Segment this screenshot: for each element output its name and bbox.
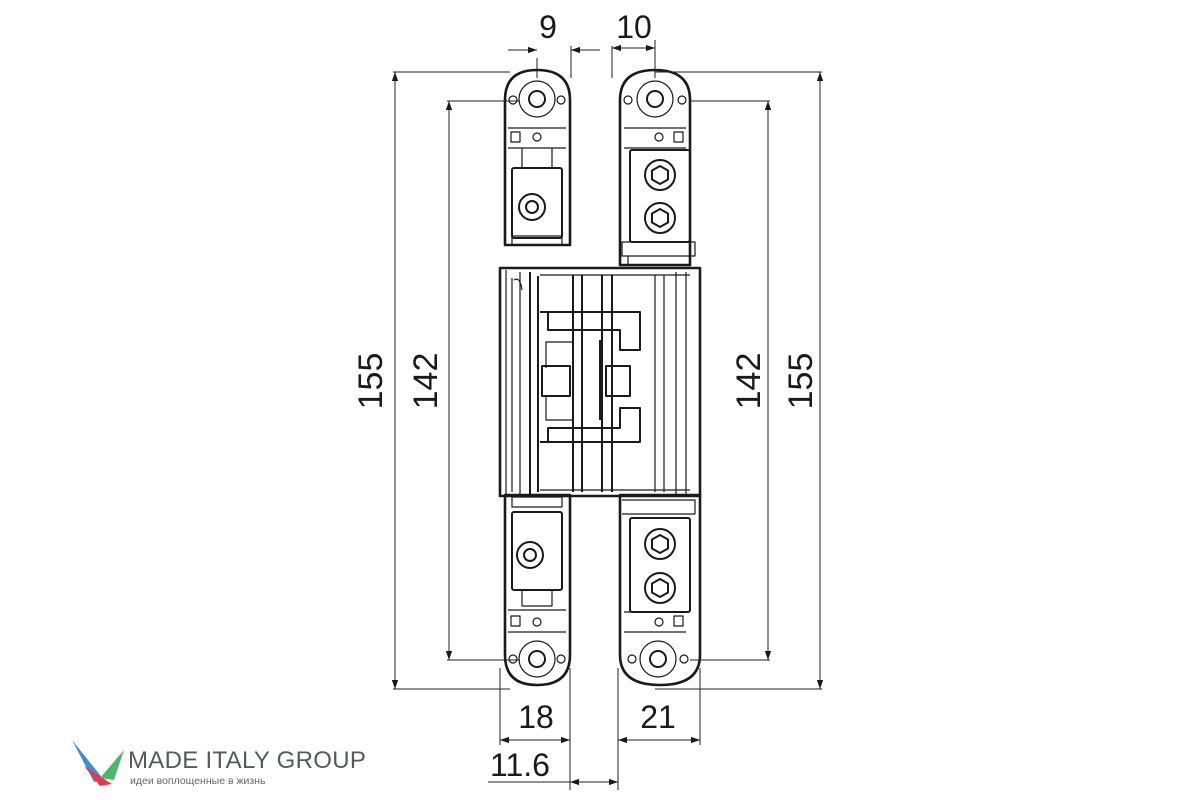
made-italy-group-logo-icon bbox=[72, 740, 124, 786]
dim-left-inner: 142 bbox=[407, 353, 445, 410]
dim-bottom-right: 21 bbox=[640, 699, 676, 735]
brand-block: MADE ITALY GROUP идеи воплощенные в жизн… bbox=[128, 748, 366, 788]
brand-tagline: идеи воплощенные в жизнь bbox=[130, 775, 266, 787]
right-hinge-leaf bbox=[618, 68, 702, 687]
dim-top-left: 9 bbox=[539, 9, 557, 45]
dim-top-right: 10 bbox=[616, 9, 652, 45]
dimension-lines bbox=[391, 40, 824, 790]
dim-left-outer: 155 bbox=[352, 353, 390, 410]
hinge-body bbox=[498, 266, 702, 498]
left-hinge-leaf bbox=[503, 68, 572, 687]
dim-bottom-offset: 11.6 bbox=[490, 747, 550, 783]
brand-name: MADE ITALY GROUP bbox=[128, 747, 367, 774]
dim-right-inner: 142 bbox=[730, 353, 768, 410]
dim-right-outer: 155 bbox=[782, 353, 820, 410]
dim-bottom-left: 18 bbox=[518, 699, 554, 735]
dimension-labels: 9 10 155 142 142 155 18 21 11.6 bbox=[352, 9, 820, 783]
